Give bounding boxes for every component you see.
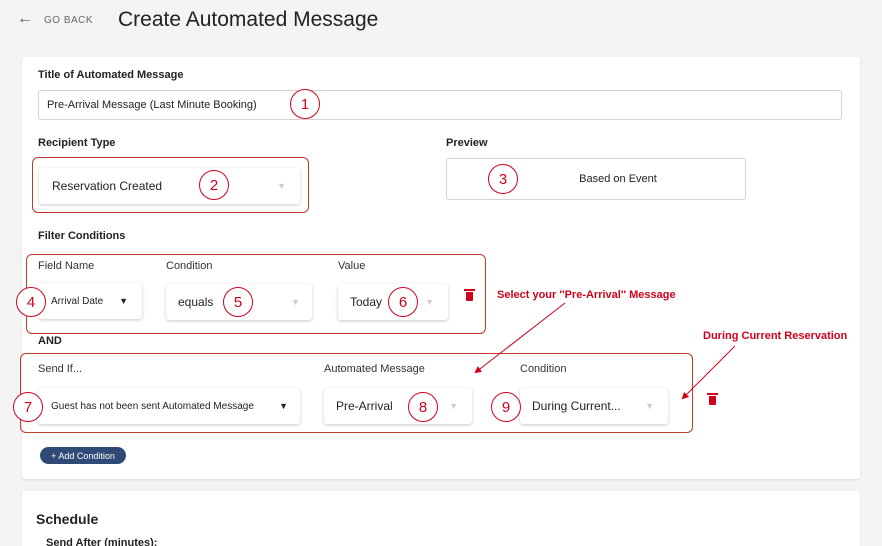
send-if-value: Guest has not been sent Automated Messag… — [51, 400, 254, 412]
send-if-select[interactable]: Guest has not been sent Automated Messag… — [38, 388, 300, 424]
automated-message-label: Automated Message — [324, 363, 425, 375]
automated-message-value: Pre-Arrival — [336, 399, 393, 413]
back-arrow-icon[interactable]: ← — [17, 10, 33, 27]
send-condition-label: Condition — [520, 363, 567, 375]
chevron-down-icon: ▼ — [449, 401, 458, 411]
schedule-title: Schedule — [36, 511, 99, 527]
annotation-during-current: During Current Reservation — [703, 330, 848, 342]
chevron-down-icon: ▼ — [645, 401, 654, 411]
automated-message-select[interactable]: Pre-Arrival ▼ — [324, 388, 472, 424]
trash-icon[interactable] — [707, 393, 718, 405]
and-label: AND — [38, 335, 62, 347]
chevron-down-icon: ▼ — [291, 297, 300, 307]
filter-conditions-label: Filter Conditions — [38, 230, 126, 242]
send-condition-value: During Current... — [532, 399, 621, 413]
annotation-number-9: 9 — [491, 392, 521, 422]
preview-label: Preview — [446, 137, 488, 149]
preview-value: Based on Event — [579, 173, 657, 185]
highlight-box-recipient — [32, 157, 309, 213]
add-condition-button[interactable]: + Add Condition — [40, 447, 126, 464]
annotation-number-8: 8 — [408, 392, 438, 422]
field-name-value: Arrival Date — [51, 295, 104, 307]
arrow-to-condition-select — [681, 345, 736, 400]
annotation-number-2: 2 — [199, 170, 229, 200]
title-label: Title of Automated Message — [38, 69, 184, 81]
send-after-label: Send After (minutes): — [46, 537, 158, 546]
filter-condition-label: Condition — [166, 260, 213, 272]
go-back-link[interactable]: GO BACK — [44, 15, 94, 26]
arrow-to-message-select — [474, 302, 566, 374]
recipient-type-select[interactable]: Reservation Created ▼ — [39, 168, 300, 204]
trash-icon[interactable] — [464, 289, 475, 301]
filter-condition-value: equals — [178, 295, 214, 309]
top-bar: ← GO BACK Create Automated Message — [0, 0, 882, 46]
chevron-down-icon: ▼ — [119, 296, 128, 306]
chevron-down-icon: ▼ — [425, 297, 434, 307]
annotation-number-7: 7 — [13, 392, 43, 422]
chevron-down-icon: ▼ — [277, 181, 286, 191]
annotation-number-5: 5 — [223, 287, 253, 317]
send-condition-select[interactable]: During Current... ▼ — [520, 388, 668, 424]
annotation-number-4: 4 — [16, 287, 46, 317]
annotation-number-6: 6 — [388, 287, 418, 317]
annotation-number-3: 3 — [488, 164, 518, 194]
annotation-select-pre-arrival: Select your ''Pre-Arrival'' Message — [497, 289, 676, 301]
recipient-type-value: Reservation Created — [52, 179, 163, 193]
page-title: Create Automated Message — [118, 8, 379, 31]
value-select-value: Today — [350, 295, 383, 309]
schedule-card — [22, 491, 860, 546]
send-if-label: Send If... — [38, 363, 83, 375]
title-input-value: Pre-Arrival Message (Last Minute Booking… — [47, 99, 257, 111]
annotation-number-1: 1 — [290, 89, 320, 119]
title-input[interactable]: Pre-Arrival Message (Last Minute Booking… — [38, 90, 842, 120]
chevron-down-icon: ▼ — [279, 401, 288, 411]
field-name-label: Field Name — [38, 260, 95, 272]
recipient-type-label: Recipient Type — [38, 137, 116, 149]
field-name-select[interactable]: Arrival Date ▼ — [38, 283, 142, 319]
value-label: Value — [338, 260, 366, 272]
